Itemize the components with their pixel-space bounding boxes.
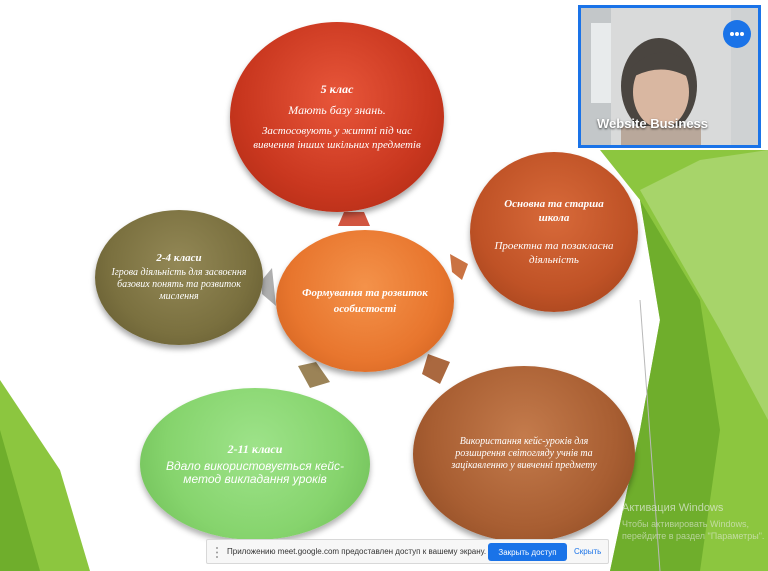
share-message: Приложению meet.google.com предоставлен … [227, 547, 487, 556]
grades-2-11-line1: Вдало використовується кейс-метод виклад… [166, 459, 344, 486]
slide-green-shape-right-dark [610, 200, 720, 571]
activation-watermark-subtitle: Чтобы активировать Windows, перейдите в … [622, 519, 765, 541]
senior-school-title: Основна та старша школа [504, 198, 604, 224]
grade5-bubble: 5 клас Мають базу знань. Застосовують у … [230, 22, 444, 212]
arrow-right-up-icon [450, 254, 468, 280]
grade5-line2: Застосовують у житті під час вивчення ін… [253, 125, 421, 151]
more-options-button[interactable] [723, 20, 751, 48]
participant-video-tile[interactable]: Website Business [578, 5, 761, 148]
grades-2-4-line1: Ігрова діяльність для засвоєння базових … [111, 267, 247, 302]
arrow-up-icon [338, 212, 370, 226]
grades-2-4-title: 2-4 класи [156, 252, 202, 264]
slide-green-shape-left-dark [0, 430, 40, 571]
arrow-down-left-icon [298, 362, 330, 388]
arrow-down-right-icon [422, 354, 450, 384]
case-lessons-bubble: Використання кейс-уроків для розширення … [413, 366, 635, 542]
grade5-line1: Мають базу знань. [288, 103, 386, 117]
center-bubble: Формування та розвиток особистості [276, 230, 454, 372]
screen-share-bar: Приложению meet.google.com предоставлен … [206, 539, 609, 564]
slide-green-shape-right-light [640, 150, 768, 420]
center-title: Формування та розвиток особистості [302, 287, 428, 315]
hide-link[interactable]: Скрыть [574, 547, 602, 556]
senior-school-line1: Проектна та позакласна діяльність [494, 240, 614, 266]
slide-divider-line [639, 299, 661, 571]
participant-name: Website Business [597, 116, 709, 131]
drag-handle-icon[interactable] [215, 546, 219, 559]
grades-2-11-title: 2-11 класи [227, 442, 283, 456]
grades-2-11-bubble: 2-11 класи Вдало використовується кейс-м… [140, 388, 370, 540]
case-lessons-line1: Використання кейс-уроків для розширення … [451, 436, 597, 471]
activation-watermark-title: Активация Windows [622, 502, 724, 514]
grades-2-4-bubble: 2-4 класи Ігрова діяльність для засвоєнн… [95, 210, 263, 345]
senior-school-bubble: Основна та старша школа Проектна та поза… [470, 152, 638, 312]
grade5-title: 5 клас [320, 82, 354, 96]
stop-sharing-button[interactable]: Закрыть доступ [488, 543, 567, 561]
more-vert-icon [730, 32, 744, 36]
arrow-left-icon [262, 268, 276, 306]
